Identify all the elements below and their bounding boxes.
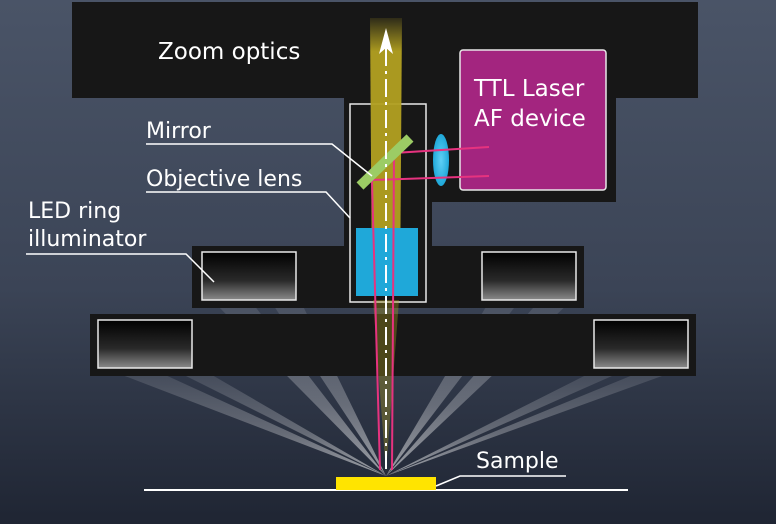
objective-lens-label: Objective lens xyxy=(146,167,302,192)
mirror-label: Mirror xyxy=(146,119,212,144)
led-label-line1: LED ring xyxy=(28,199,121,224)
ttl-label-line2: AF device xyxy=(474,106,586,132)
zoom-optics-label: Zoom optics xyxy=(158,39,300,65)
mirror xyxy=(356,134,414,190)
ttl-laser-af-device xyxy=(459,49,607,191)
optical-axis-arrow-icon xyxy=(379,28,393,54)
leader-lines xyxy=(26,143,566,487)
led-label-line2: illuminator xyxy=(28,227,147,252)
led-elements xyxy=(97,251,689,369)
af-lens xyxy=(433,134,449,186)
sample xyxy=(336,477,436,490)
sample-label: Sample xyxy=(476,449,559,474)
ttl-label-line1: TTL Laser xyxy=(473,76,585,102)
